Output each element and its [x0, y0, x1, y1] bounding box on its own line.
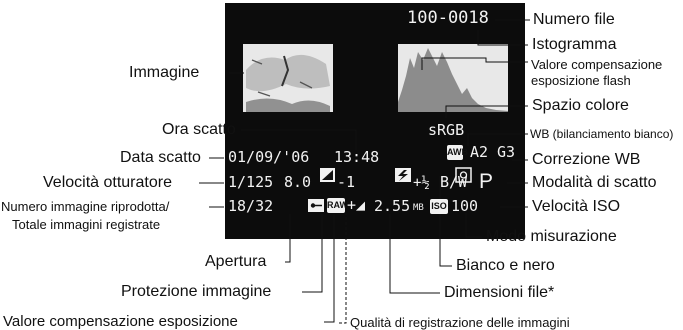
label-exposure-comp: Valore compensazione esposizione [3, 314, 238, 329]
label-histogram: Istogramma [532, 37, 616, 53]
date-readout: 01/09/'06 [228, 150, 309, 165]
label-file-number: Numero file [533, 12, 615, 28]
shutter-speed-readout: 1/125 [228, 175, 273, 190]
thumbnail-image [243, 44, 333, 112]
time-readout: 13:48 [334, 150, 379, 165]
label-wb-correction: Correzione WB [532, 152, 640, 168]
label-shutter: Velocità otturatore [43, 175, 172, 191]
label-flash-comp-line1: Valore compensazione [531, 58, 662, 71]
color-space-readout: sRGB [428, 123, 464, 138]
file-size-readout: 2.55 [374, 199, 410, 214]
label-monochrome: Bianco e nero [456, 258, 555, 274]
iso-icon: ISO [430, 199, 448, 214]
label-protect: Protezione immagine [121, 284, 271, 300]
quality-icon: +◢ [347, 198, 365, 213]
label-playback-count-line1: Numero immagine riprodotta/ [1, 200, 169, 213]
file-number-readout: 100-0018 [407, 10, 489, 27]
label-aperture: Apertura [205, 254, 266, 270]
label-flash-comp-line2: esposizione flash [531, 74, 631, 87]
aperture-readout: 8.0 [284, 175, 311, 190]
label-color-space: Spazio colore [532, 98, 629, 114]
histogram [398, 44, 508, 112]
label-date: Data scatto [120, 150, 201, 166]
flash-comp-readout: +½ [413, 176, 430, 190]
exposure-comp-readout: -1 [337, 175, 355, 190]
shooting-mode-readout: P [479, 171, 493, 192]
label-shooting-mode: Modalità di scatto [532, 175, 657, 191]
label-file-size: Dimensioni file* [444, 285, 554, 301]
label-iso: Velocità ISO [532, 199, 620, 215]
raw-icon: RAW [327, 198, 345, 213]
playback-count-readout: 18/32 [228, 199, 273, 214]
label-quality: Qualità di registrazione delle immagini [350, 316, 570, 329]
label-image: Immagine [129, 65, 199, 81]
label-time: Ora scatto [162, 122, 236, 138]
label-playback-count-line2: Totale immagini registrate [12, 218, 160, 231]
awb-icon: AWB [447, 145, 463, 160]
monochrome-readout: B/W [440, 175, 467, 190]
iso-readout: 100 [451, 199, 478, 214]
wb-mode-readout: A2 [470, 145, 488, 160]
label-wb: WB (bilanciamento bianco) [530, 128, 673, 140]
wb-correction-readout: G3 [497, 145, 515, 160]
file-size-unit: MB [413, 204, 424, 213]
label-metering: Modo misurazione [486, 229, 617, 245]
